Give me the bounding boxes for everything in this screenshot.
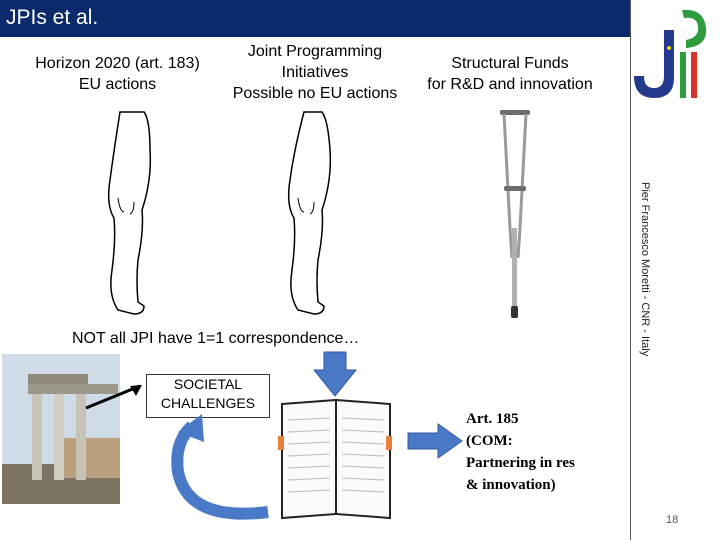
vertical-divider [630,0,631,540]
right-arrow [407,423,463,459]
down-arrow [312,351,358,397]
art-185-text: Art. 185 (COM: Partnering in res & innov… [466,408,575,496]
roman-ruins-image [2,354,120,504]
jpi-line-1: Joint Programming [247,43,383,60]
art-line-2: (COM: [466,433,513,449]
structural-heading: Structural Funds for R&D and innovation [410,53,610,95]
structural-line-2: for R&D and innovation [427,76,593,93]
author-credit: Pier Francesco Moretti - CNR - Italy [639,182,651,357]
jpi-line-3: Possible no EU actions [232,85,398,102]
horizon-line-1: Horizon 2020 (art. 183) [35,55,200,72]
title-bar: JPIs et al. [0,0,631,37]
art-line-4: & innovation) [466,477,556,493]
notebook-illustration [278,398,392,520]
right-leg-illustration [287,111,332,315]
horizon-line-2: EU actions [78,76,157,93]
horizon-heading: Horizon 2020 (art. 183) EU actions [20,53,215,95]
art-line-3: Partnering in res [466,455,575,471]
jpi-logo [634,9,707,98]
societal-challenges-box: SOCIETAL CHALLENGES [146,374,270,418]
art-line-1: Art. 185 [466,411,519,427]
page-number: 18 [666,514,679,526]
pointer-arrow [85,384,142,410]
structural-line-1: Structural Funds [451,55,569,72]
societal-line-2: CHALLENGES [160,395,256,411]
jpi-line-2: Initiatives [281,64,349,81]
jpi-heading: Joint Programming Initiatives Possible n… [220,41,410,104]
societal-line-1: SOCIETAL [173,376,243,392]
correspondence-note: NOT all JPI have 1=1 correspondence… [72,330,360,347]
slide-title: JPIs et al. [6,6,99,29]
curved-arrow [171,414,269,520]
left-leg-illustration [107,111,152,315]
crutch-illustration [500,110,530,318]
